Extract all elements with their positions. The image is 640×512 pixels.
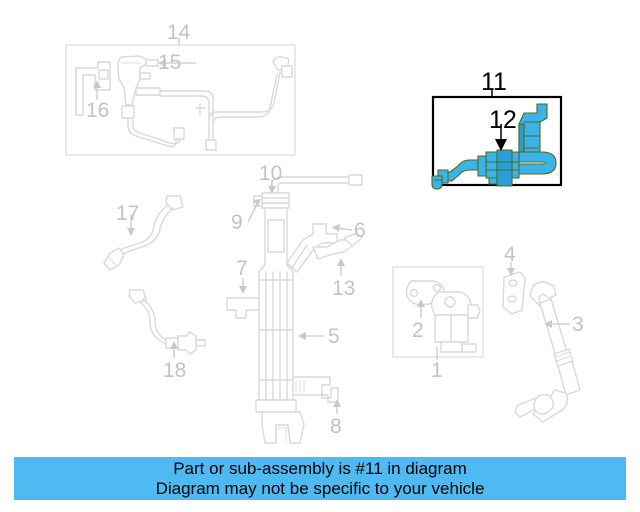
part-16-connector [75, 61, 111, 116]
part-7-bracket [226, 297, 260, 319]
callout-label-1: 1 [431, 359, 443, 382]
callout-label-3: 3 [572, 313, 584, 336]
callout-label-9: 9 [231, 211, 243, 234]
callout-label-6: 6 [354, 219, 366, 242]
callout-label-7: 7 [236, 257, 248, 280]
callout-label-15: 15 [158, 51, 182, 74]
banner-line-1: Part or sub-assembly is #11 in diagram [173, 458, 467, 478]
callout-label-14: 14 [167, 21, 191, 44]
part-10-tube [270, 174, 363, 196]
part-5-canister [255, 207, 305, 444]
callout-leader-12 [495, 124, 507, 151]
info-banner: Part or sub-assembly is #11 in diagram D… [14, 457, 626, 500]
callout-label-5: 5 [328, 325, 340, 348]
callout-label-4: 4 [504, 243, 516, 266]
part-17-sensor [103, 195, 184, 271]
callout-leaders [93, 38, 570, 414]
callout-label-17: 17 [116, 202, 140, 225]
part-4-clip [502, 271, 526, 315]
callout-label-13: 13 [332, 277, 356, 300]
callout-label-16: 16 [86, 99, 110, 122]
callout-label-10: 10 [259, 162, 283, 185]
callout-label-2: 2 [412, 319, 424, 342]
part-11-purge-valve-assembly[interactable] [431, 103, 557, 190]
callout-label-12: 12 [489, 106, 517, 134]
banner-line-2: Diagram may not be specific to your vehi… [155, 478, 485, 498]
part-15-valve [117, 55, 159, 106]
part-1-solenoid [430, 291, 481, 353]
callout-label-8: 8 [330, 415, 342, 438]
part-3-hose [514, 281, 581, 423]
callout-label-11: 11 [481, 68, 507, 96]
callout-label-18: 18 [163, 359, 187, 382]
part-6-13-vapor-lines [286, 223, 363, 273]
part-18-sensor [128, 289, 206, 355]
part-14-hose-assembly [121, 56, 293, 151]
part-8-bracket [292, 376, 339, 403]
